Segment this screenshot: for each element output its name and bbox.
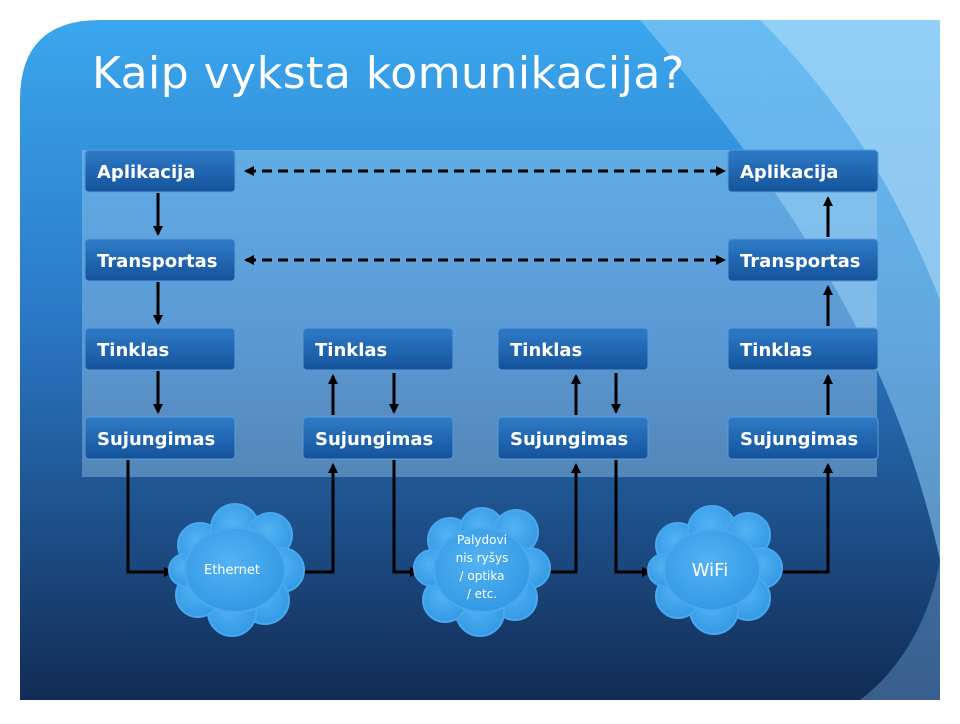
arrow-wifi-to-right-link xyxy=(778,463,833,574)
node-label: Tinklas xyxy=(97,340,169,361)
cloud-label: WiFi xyxy=(692,560,728,581)
node-mid2-network: Tinklas xyxy=(497,327,649,371)
node-right-link: Sujungimas xyxy=(727,416,879,460)
node-right-transport: Transportas xyxy=(727,238,879,282)
node-label: Aplikacija xyxy=(740,162,838,183)
arrow-left-link-to-ethernet xyxy=(126,460,174,577)
node-left-link: Sujungimas xyxy=(84,416,236,460)
cloud-ethernet: Ethernet xyxy=(168,503,305,637)
node-label: Tinklas xyxy=(510,340,582,361)
node-mid1-network: Tinklas xyxy=(302,327,454,371)
arrow-mid1-link-to-satellite xyxy=(392,460,420,577)
node-mid1-link: Sujungimas xyxy=(302,416,454,460)
node-label: Sujungimas xyxy=(315,429,433,450)
cloud-label: Ethernet xyxy=(204,563,260,578)
node-mid2-link: Sujungimas xyxy=(497,416,649,460)
node-label: Transportas xyxy=(97,251,217,272)
node-label: Tinklas xyxy=(740,340,812,361)
node-left-application: Aplikacija xyxy=(84,149,236,193)
node-label: Aplikacija xyxy=(97,162,195,183)
node-label: Sujungimas xyxy=(740,429,858,450)
decorative-corner xyxy=(860,560,940,700)
cloud-label-line: Palydovi xyxy=(457,533,507,547)
node-label: Tinklas xyxy=(315,340,387,361)
arrow-mid2-link-to-wifi xyxy=(614,460,652,577)
node-label: Sujungimas xyxy=(97,429,215,450)
cloud-label-line: nis ryšys xyxy=(456,551,509,565)
cloud-label-line: / etc. xyxy=(467,587,497,601)
node-label: Sujungimas xyxy=(510,429,628,450)
cloud-wifi: WiFi xyxy=(647,505,783,635)
node-left-transport: Transportas xyxy=(84,238,236,282)
cloud-satellite: Palydovi nis ryšys / optika / etc. xyxy=(413,507,551,637)
arrow-ethernet-to-mid1-link xyxy=(300,463,338,574)
node-left-network: Tinklas xyxy=(84,327,236,371)
arrow-satellite-to-mid2-link xyxy=(543,463,581,574)
node-label: Transportas xyxy=(740,251,860,272)
node-right-network: Tinklas xyxy=(727,327,879,371)
decorative-swoosh-light xyxy=(760,20,940,300)
node-right-application: Aplikacija xyxy=(727,149,879,193)
slide-title: Kaip vyksta komunikacija? xyxy=(92,48,685,99)
cloud-label-line: / optika xyxy=(460,569,505,583)
